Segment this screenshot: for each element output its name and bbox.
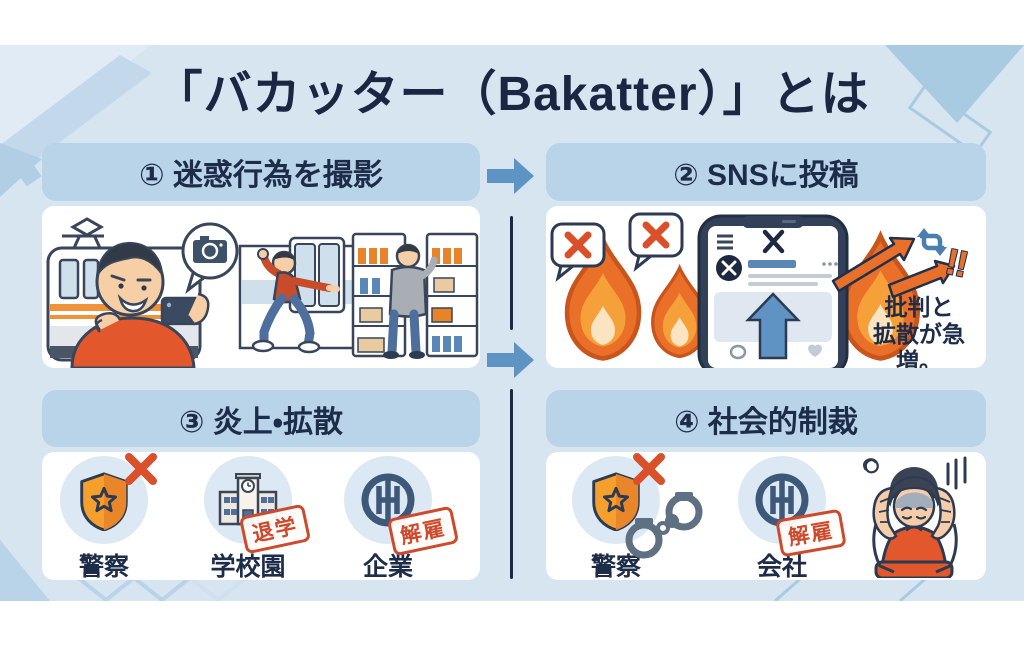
- police-item: 警察: [56, 453, 157, 583]
- item-label: 警察: [590, 553, 641, 581]
- police-badge-icon: [592, 472, 640, 531]
- x-mark-icon: [633, 453, 665, 485]
- store-shelf-illustration: [351, 232, 479, 358]
- flow-arrow-1-icon: [487, 158, 534, 194]
- panel-2-body: !! 批判と 拡散が急増。: [546, 206, 986, 368]
- item-label: 警察: [78, 553, 129, 581]
- spread-note: 批判と 拡散が急増。: [852, 294, 986, 368]
- divider-line-2: [510, 389, 513, 579]
- item-label: 会社: [756, 553, 807, 581]
- police-arrest-item: 警察: [568, 453, 703, 583]
- sns-post-scene-illustration: [546, 206, 956, 368]
- panel-4-body: 警察 解雇 会社: [546, 452, 986, 583]
- spread-note-line-1: 批判と: [884, 294, 954, 320]
- panel-3-body: 警察 退学 学校園: [42, 452, 480, 583]
- flow-arrow-2-icon: [487, 342, 534, 378]
- filming-scene-illustration: [46, 217, 479, 370]
- company-item: 解雇 企業: [340, 456, 460, 583]
- spread-arrow-icon: [831, 236, 956, 299]
- school-item: 退学 学校園: [200, 456, 312, 583]
- camera-speech-bubble-icon: [181, 222, 239, 295]
- dancing-person-illustration: [251, 248, 340, 354]
- panel-3-header: ③ 炎上・拡散: [42, 390, 480, 447]
- retweet-icon: [917, 228, 947, 256]
- stressed-person-illustration: [863, 456, 967, 578]
- page-title: 「バカッター（Bakatter）」とは: [154, 68, 870, 121]
- panel-3-header-label: ③ 炎上・拡散: [179, 405, 343, 439]
- panel-2-header-label: ② SNSに投稿: [673, 159, 859, 192]
- x-mark-icon: [125, 453, 157, 485]
- panel-2-header: ② SNSに投稿: [546, 143, 986, 201]
- man-filming-illustration: [70, 241, 210, 370]
- panel-4-header-label: ④ 社会的制裁: [674, 405, 858, 439]
- panel-1-header-label: ① 迷惑行為を撮影: [139, 159, 383, 192]
- item-label: 学校園: [210, 553, 286, 581]
- smartphone-x-app-illustration: [697, 214, 849, 368]
- panel-1-header: ① 迷惑行為を撮影: [42, 143, 480, 201]
- item-label: 企業: [362, 553, 413, 581]
- shopper-person-illustration: [383, 243, 438, 359]
- divider-line-1: [510, 216, 513, 330]
- panel-1-body: [42, 206, 480, 370]
- spread-note-line-2: 拡散が急増。: [873, 321, 965, 368]
- company-dismissal-item: 解雇 会社: [734, 456, 847, 583]
- police-badge-icon: [80, 472, 128, 531]
- panel-4-header: ④ 社会的制裁: [546, 390, 986, 447]
- handcuffs-icon: [625, 492, 703, 559]
